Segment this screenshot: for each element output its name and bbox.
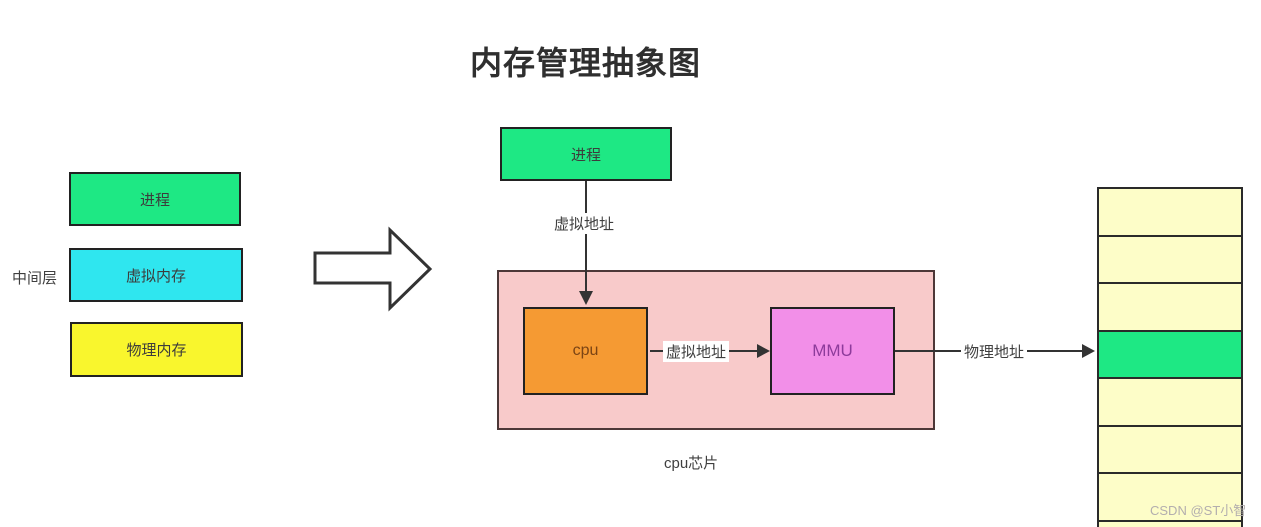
legend-process-box: 进程 — [69, 172, 241, 226]
legend-virtual-memory-box: 虚拟内存 — [69, 248, 243, 302]
memory-column — [1097, 187, 1243, 527]
memory-cell-highlight — [1099, 331, 1241, 379]
cpu-chip-caption: cpu芯片 — [664, 455, 719, 472]
virtual-address-top-label: 虚拟地址 — [551, 213, 618, 234]
memory-cell — [1099, 521, 1241, 527]
memory-cell — [1099, 189, 1241, 237]
memory-cell — [1099, 474, 1241, 522]
legend-virtual-memory-label: 虚拟内存 — [125, 267, 186, 285]
cpu-to-mmu-arrowhead — [757, 344, 770, 358]
process-box: 进程 — [500, 127, 672, 181]
cpu-box: cpu — [523, 307, 648, 395]
legend-physical-memory-box: 物理内存 — [70, 322, 243, 377]
virtual-address-mid-label: 虚拟地址 — [663, 341, 730, 362]
legend-physical-memory-label: 物理内存 — [126, 342, 187, 359]
big-right-arrow — [313, 226, 433, 312]
memory-cell — [1099, 236, 1241, 284]
physical-address-label: 物理地址 — [961, 341, 1028, 362]
memory-cell — [1099, 426, 1241, 474]
diagram-title: 内存管理抽象图 — [470, 45, 702, 81]
memory-cell — [1099, 284, 1241, 332]
cpu-box-label: cpu — [572, 342, 599, 359]
mmu-to-memory-arrowhead — [1082, 344, 1095, 358]
watermark: CSDN @ST小智 — [1150, 503, 1247, 518]
legend-process-label: 进程 — [139, 191, 170, 209]
mmu-box-label: MMU — [812, 341, 853, 360]
mmu-box: MMU — [770, 307, 895, 395]
legend-side-label: 中间层 — [12, 270, 58, 287]
memory-cell — [1099, 379, 1241, 427]
virtual-address-down-arrowhead — [579, 291, 593, 305]
process-box-label: 进程 — [570, 146, 601, 164]
